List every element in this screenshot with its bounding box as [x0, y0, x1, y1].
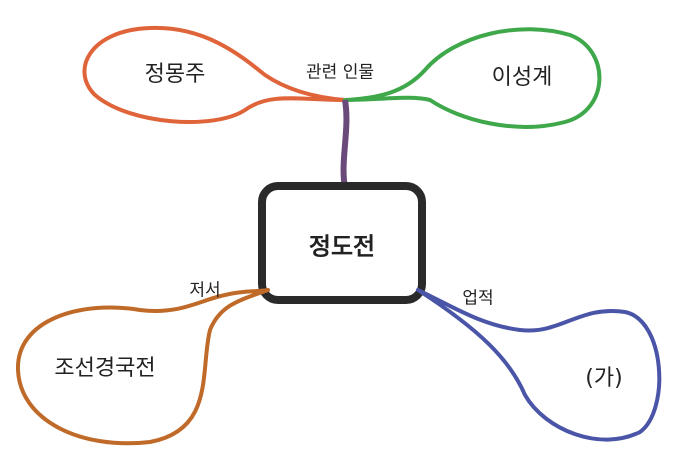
node-label: 조선경국전	[54, 356, 156, 381]
center-label: 정도전	[308, 232, 376, 261]
node-loop-joseon	[15, 288, 270, 446]
edge-label: 관련 인물	[306, 62, 374, 83]
edge-label: 저서	[189, 280, 221, 301]
center-box	[258, 182, 426, 304]
node-label: 정몽주	[144, 62, 206, 87]
node-loop-iseonggye	[343, 27, 602, 129]
node-label: 이성계	[491, 65, 553, 90]
node-label: (가)	[585, 366, 623, 391]
edge-label: 업적	[462, 288, 494, 309]
node-loop-ga	[416, 288, 662, 442]
stem-line	[340, 99, 350, 189]
node-loop-jeongmongju	[82, 25, 347, 124]
